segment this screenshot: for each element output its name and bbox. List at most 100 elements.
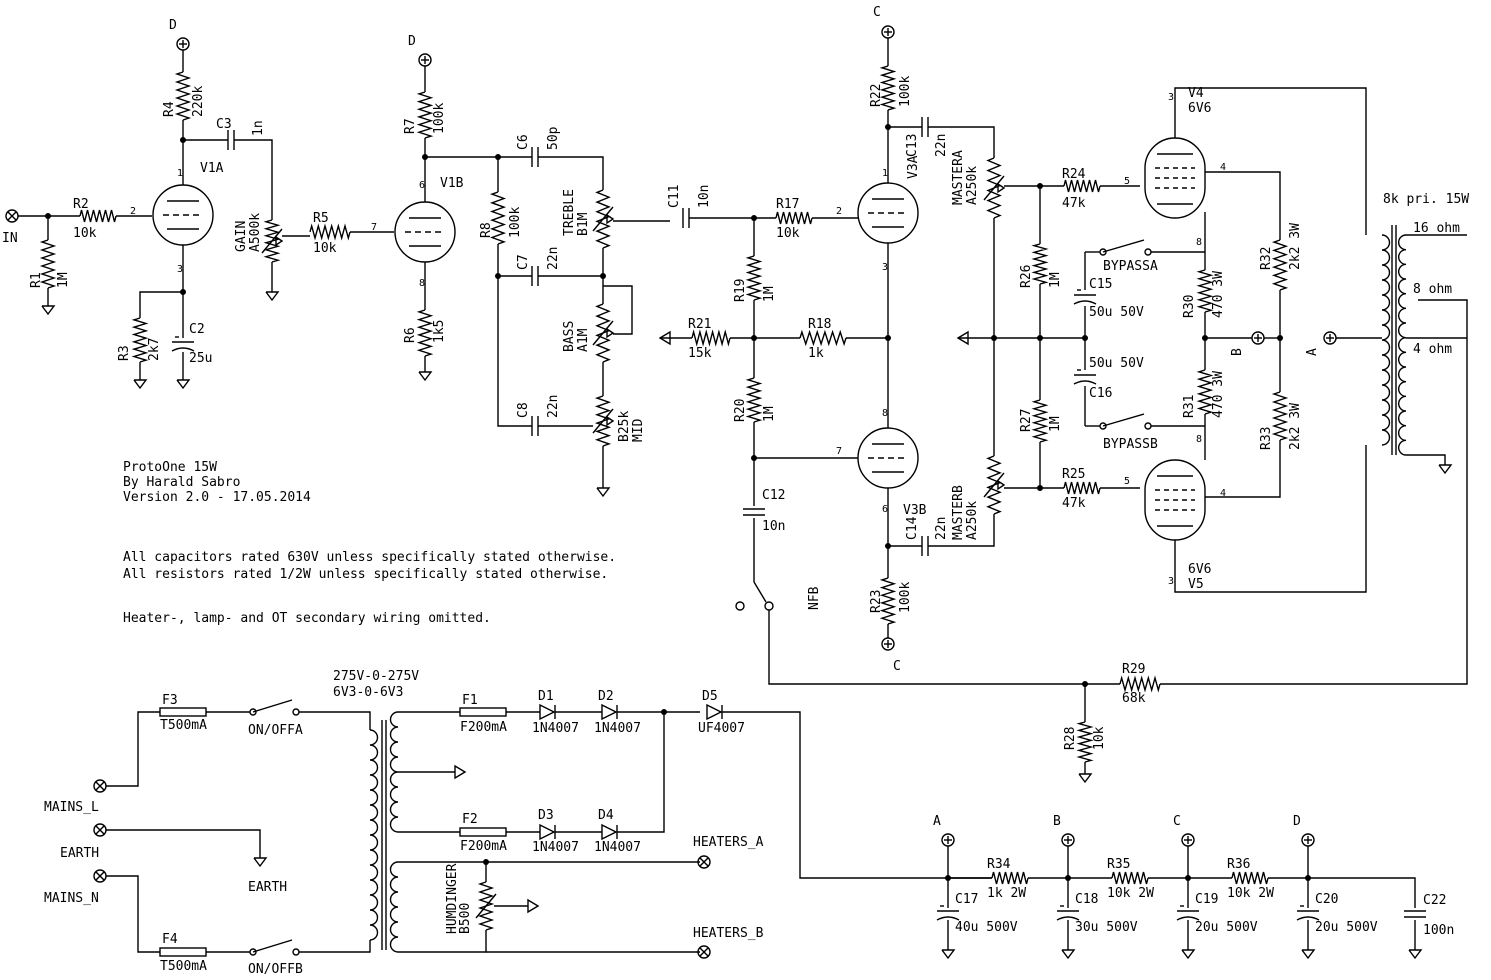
wire [1205, 440, 1281, 498]
bypassb-label: BYPASSB [1103, 437, 1158, 452]
f2-value: F200mA [460, 839, 507, 854]
gain-pot-value: A500k [248, 213, 263, 252]
r22-ref: R22 [869, 84, 884, 107]
gain-pot [261, 228, 283, 254]
c22-value: 100n [1423, 923, 1454, 938]
node-a-terminal [1323, 331, 1337, 345]
r20-value: 1M [762, 406, 777, 422]
pin-number: 4 [1220, 488, 1226, 499]
tube-v5-label: V5 [1188, 577, 1204, 592]
c20-ref: C20 [1315, 892, 1338, 907]
r33-value: 2k2 3W [1288, 403, 1303, 450]
wire [617, 712, 665, 833]
wire [1160, 299, 1468, 685]
pin-number: 8 [419, 278, 425, 289]
c19-value: 20u 500V [1195, 920, 1258, 935]
pin-number: 4 [1220, 162, 1226, 173]
v1b-tube [394, 201, 456, 263]
r30-resistor [1196, 269, 1214, 313]
note-omitted: Heater-, lamp- and OT secondary wiring o… [123, 611, 491, 626]
wire [398, 861, 487, 882]
r2-ref: R2 [73, 197, 89, 212]
ground-symbol [1408, 949, 1423, 960]
rail-d-label-1: D [169, 18, 177, 33]
r34-resistor [991, 871, 1029, 885]
filter-capacitor [1176, 916, 1200, 921]
v3b-tube [857, 427, 919, 489]
bypassb-switch [1099, 422, 1107, 430]
c6-value: 50p [546, 126, 561, 150]
d2-diode [601, 703, 618, 721]
mastera-pot-name: MASTERA [951, 150, 966, 205]
r8-value: 100k [508, 207, 523, 238]
c19-ref: C19 [1195, 892, 1218, 907]
node-a-label: A [1305, 348, 1320, 356]
c8-value: 22n [546, 395, 561, 418]
r4-ref: R4 [162, 101, 177, 117]
mains-l-label: MAINS_L [44, 800, 99, 815]
heaters-b-jack [699, 947, 709, 957]
r7-ref: R7 [403, 118, 418, 134]
d1-value: 1N4007 [532, 721, 579, 736]
r19-value: 1M [762, 286, 777, 302]
on-offa-switch [292, 708, 300, 716]
ground-symbol [1078, 773, 1093, 784]
nfb-label: NFB [807, 586, 822, 610]
nfb-switch [753, 581, 767, 603]
ground-symbol [265, 291, 280, 302]
ground-symbol [1181, 949, 1196, 960]
c15-value: 50u 50V [1089, 305, 1144, 320]
r31-ref: R31 [1182, 395, 1197, 418]
output-transformer-secondary [1398, 234, 1407, 456]
title-text: ProtoOne 15W [123, 460, 217, 475]
ground-symbol [176, 379, 191, 390]
r8-resistor [489, 191, 507, 245]
d3-value: 1N4007 [532, 840, 579, 855]
wire [106, 829, 261, 858]
input-jack [7, 211, 17, 221]
r30-value: 470 3W [1211, 271, 1226, 318]
r3-resistor [131, 317, 149, 363]
r35-ref: R35 [1107, 857, 1130, 872]
input-label: IN [2, 231, 18, 246]
r26-ref: R26 [1019, 265, 1034, 288]
r1-resistor [39, 239, 57, 289]
c7-ref: C7 [516, 254, 531, 270]
rail-d-label-2: D [408, 34, 416, 49]
pin-number: 3 [177, 264, 183, 275]
r25-ref: R25 [1062, 467, 1085, 482]
d3-diode [539, 823, 556, 841]
ground-symbol [418, 371, 433, 382]
mastera-pot [997, 182, 1006, 194]
r25-value: 47k [1062, 496, 1086, 511]
wire [106, 875, 160, 953]
mid-pot-value: B25k [617, 411, 632, 442]
d4-diode [601, 823, 618, 841]
r26-value: 1M [1048, 272, 1063, 288]
pt-secondary-hv-label: 275V-0-275V [333, 669, 419, 684]
author-text: By Harald Sabro [123, 475, 240, 490]
r22-resistor [879, 65, 897, 111]
nfb-switch-contact [764, 601, 774, 611]
ct-ground-arrow [454, 764, 467, 780]
supply-rail-terminal [1061, 833, 1075, 847]
ground-symbol [596, 487, 611, 498]
r17-resistor [775, 211, 813, 225]
on-offb-switch [292, 948, 300, 956]
c8-ref: C8 [516, 402, 531, 418]
r1-value: 1M [56, 272, 71, 288]
r6-resistor [416, 309, 434, 357]
supply-rail-terminal [941, 833, 955, 847]
pin-number: 3 [1168, 92, 1174, 103]
f4-ref: F4 [162, 932, 178, 947]
c15-capacitor [1073, 300, 1097, 305]
humdinger-label: HUMDINGER [445, 863, 460, 934]
r8-ref: R8 [479, 222, 494, 238]
c7-value: 22n [546, 247, 561, 270]
junction-dot [1277, 335, 1283, 341]
heaters-b-label: HEATERS_B [693, 926, 764, 941]
pin-number: 6 [882, 504, 888, 515]
nfb-switch-contact [735, 601, 745, 611]
power-transformer-primary [369, 729, 379, 941]
masterb-pot [983, 472, 1005, 498]
